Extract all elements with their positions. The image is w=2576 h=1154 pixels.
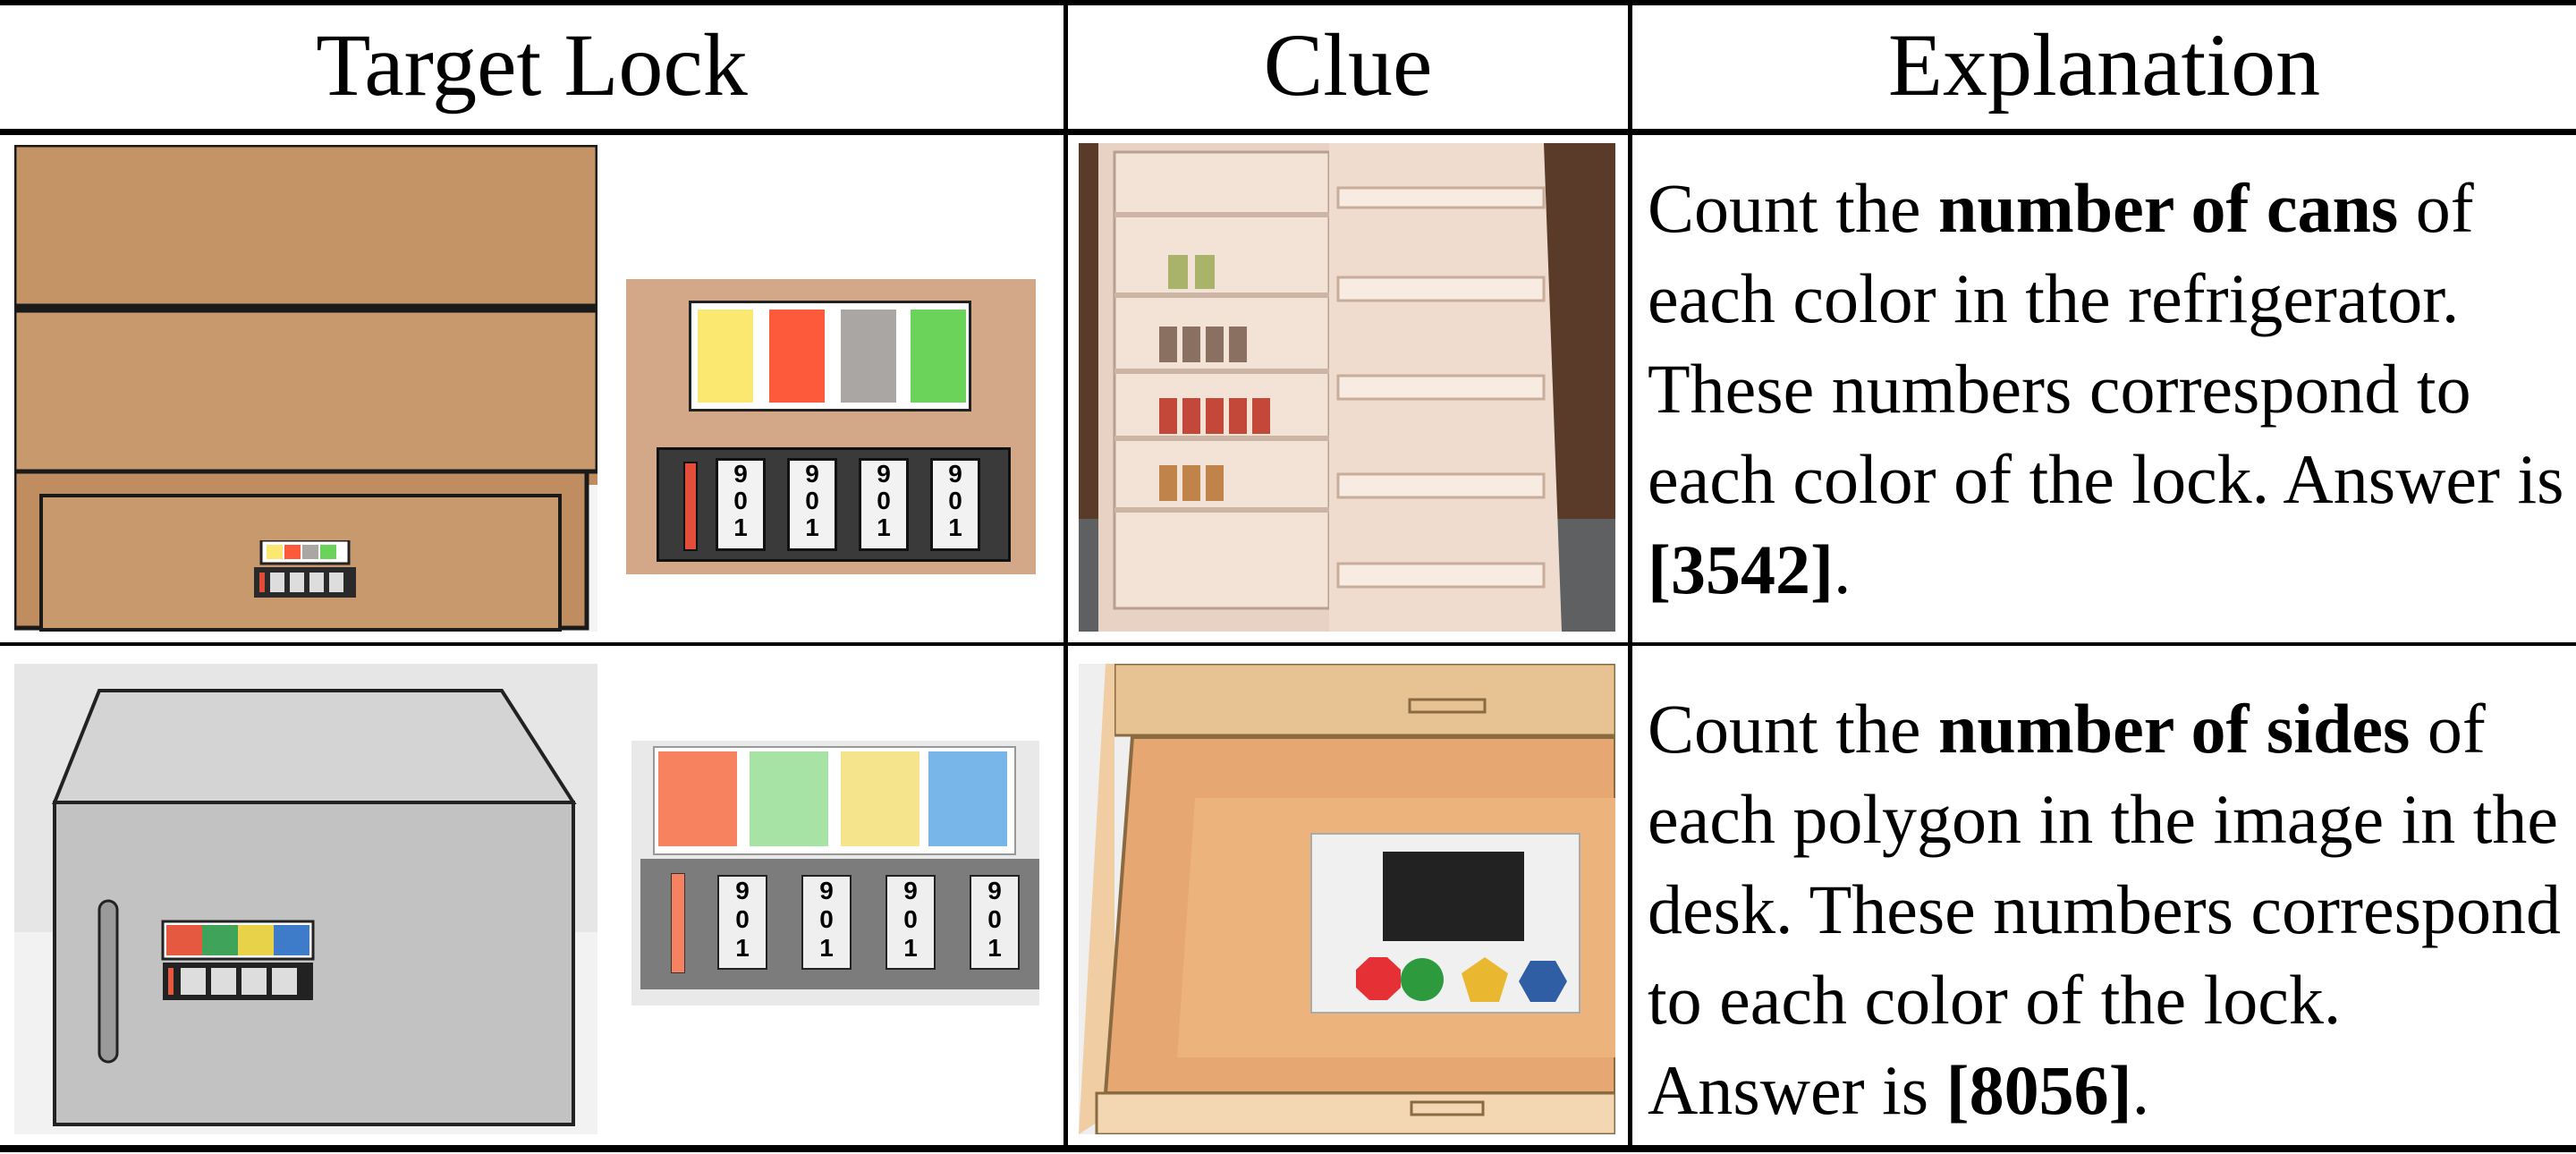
row-separator xyxy=(0,642,2576,646)
header-explanation: Explanation xyxy=(1887,15,2321,115)
header-target-lock: Target Lock xyxy=(316,15,748,115)
header-rule xyxy=(0,129,2576,135)
explanation-row-1: Count the number of cans of each color i… xyxy=(1648,169,2564,608)
color-swatch-lightgreen xyxy=(750,751,828,846)
color-swatch-yellow xyxy=(698,310,753,403)
color-swatch-blue xyxy=(928,751,1007,846)
lock-indicator-1 xyxy=(683,462,698,551)
refrigerator-image xyxy=(1079,143,1615,632)
color-swatch-green xyxy=(911,310,966,403)
color-swatch-lightyellow xyxy=(841,751,919,846)
explanation-row-2: Count the number of sides of each polygo… xyxy=(1648,690,2561,1129)
top-rule xyxy=(0,0,2576,5)
bottom-rule xyxy=(0,1145,2576,1152)
lock-indicator-2 xyxy=(671,873,685,973)
color-swatch-gray xyxy=(841,310,896,403)
color-swatch-red xyxy=(769,310,825,403)
desk-drawer-image xyxy=(1079,664,1615,1134)
color-swatch-orange xyxy=(658,751,737,846)
column-divider-2 xyxy=(1628,0,1632,1152)
header-clue: Clue xyxy=(1263,15,1433,115)
column-divider-1 xyxy=(1063,0,1068,1152)
safe-image xyxy=(14,664,597,1134)
cabinet-mini-lock xyxy=(254,540,356,599)
